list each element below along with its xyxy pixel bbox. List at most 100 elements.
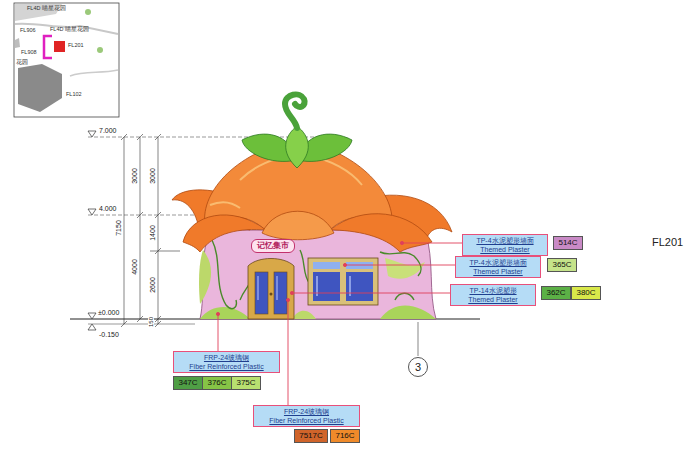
key-map-part <box>54 41 65 52</box>
map-label: FL4D 喵星花园 <box>27 6 66 12</box>
level-mark: 4.000 <box>98 205 118 212</box>
node-text: 380C <box>576 288 595 298</box>
material-callout: TP-4水泥塑形墙面Themed Plaster <box>455 256 541 278</box>
dimension: 150 <box>148 316 154 328</box>
color-chip: 380C <box>571 286 601 300</box>
node-text: 716C <box>335 431 354 441</box>
leader-lines-part <box>400 241 403 244</box>
leaves <box>242 94 352 168</box>
material-code: FRP-24玻璃钢 <box>204 353 249 362</box>
vines-part <box>212 240 236 309</box>
door-part <box>270 293 273 296</box>
material-callout: TP-14水泥塑形Themed Plaster <box>450 284 536 306</box>
level-mark: ±0.000 <box>97 309 120 316</box>
door-part <box>248 259 294 320</box>
map-label: FL908 <box>21 50 37 56</box>
color-chip: 716C <box>330 429 360 443</box>
dimension-lines-part <box>150 251 180 252</box>
leader-lines-part <box>343 263 346 266</box>
color-chip: 362C <box>541 286 571 300</box>
key-map-part <box>44 36 52 58</box>
level-markers-part <box>88 313 96 319</box>
material-name: Fiber Reinforced Plastic <box>189 362 263 371</box>
dimension-lines-part <box>124 137 125 324</box>
axis-bubble: 3 <box>408 357 428 377</box>
node-text: 375C <box>236 378 255 388</box>
dimension: 3000 <box>131 167 138 185</box>
leader-lines-part <box>286 298 289 301</box>
house-walls-part <box>292 311 316 319</box>
level-markers <box>88 131 96 330</box>
material-code: TP-4水泥塑形墙面 <box>476 236 533 245</box>
roof-petals-part <box>210 156 362 208</box>
map-label: 花园 <box>16 60 28 66</box>
leader-lines-part <box>218 314 219 351</box>
leader-lines <box>216 241 462 405</box>
roof-petals-part <box>183 215 266 252</box>
map-label: FL201 <box>68 43 84 49</box>
key-map-part <box>15 4 62 21</box>
node-text: 347C <box>178 378 197 388</box>
level-lines-part <box>88 324 195 325</box>
dimension: 3000 <box>149 167 156 185</box>
key-map-part <box>15 38 20 48</box>
door-part <box>274 272 287 314</box>
house-walls-part <box>380 305 436 319</box>
window-part <box>346 262 373 269</box>
level-lines <box>70 137 480 324</box>
door-part <box>255 272 268 314</box>
drawing-code: FL201 <box>652 237 683 248</box>
house-walls-part <box>200 230 436 319</box>
node-text: 记忆集市 <box>257 241 289 251</box>
door <box>248 259 294 320</box>
level-markers-part <box>88 131 96 137</box>
dimension-lines-part <box>140 137 141 319</box>
axis-leader <box>418 322 419 356</box>
color-chip: 365C <box>547 258 577 272</box>
leader-lines-part <box>345 265 455 266</box>
vines-part <box>380 252 421 276</box>
level-lines-part <box>88 215 212 216</box>
node-text: 362C <box>546 288 565 298</box>
material-name: Themed Plaster <box>468 295 517 304</box>
window-part <box>313 262 340 269</box>
leader-lines-part <box>290 291 293 294</box>
dimension: 2600 <box>149 276 156 294</box>
level-lines-part <box>88 137 318 138</box>
material-code: FRP-24玻璃钢 <box>284 407 329 416</box>
node-text: 514C <box>558 238 577 248</box>
level-mark: -0.150 <box>98 331 120 338</box>
house-walls-part <box>199 250 211 304</box>
material-callout: FRP-24玻璃钢Fiber Reinforced Plastic <box>173 351 280 373</box>
door-part <box>258 276 277 300</box>
roof-petals-part <box>330 214 432 252</box>
shop-sign: 记忆集市 <box>251 239 295 253</box>
dimension: 7150 <box>115 219 122 237</box>
key-map <box>14 3 119 117</box>
key-map-part <box>70 70 118 76</box>
material-code: TP-14水泥塑形 <box>469 286 516 295</box>
leader-lines-part <box>288 300 289 405</box>
color-chip: 7517C <box>294 429 328 443</box>
leaves-part <box>286 126 309 168</box>
material-code: TP-4水泥塑形墙面 <box>469 258 526 267</box>
map-label: FL102 <box>66 92 82 98</box>
vines <box>212 240 421 309</box>
dimension: 4000 <box>131 258 138 276</box>
key-map-part <box>15 24 118 34</box>
dimension-lines-part <box>121 134 161 327</box>
leader-lines-part <box>402 243 462 244</box>
level-markers-part <box>88 324 96 330</box>
material-name: Themed Plaster <box>473 267 522 276</box>
vines-part <box>395 293 414 300</box>
house-walls <box>199 230 436 319</box>
axis-leader-part <box>418 322 419 356</box>
roof-petals-part <box>262 211 334 240</box>
map-label: FL4D 喵星花园 <box>50 27 89 33</box>
house-walls-part <box>200 307 250 319</box>
leader-lines-part <box>292 293 450 294</box>
node-text: 7517C <box>299 431 323 441</box>
